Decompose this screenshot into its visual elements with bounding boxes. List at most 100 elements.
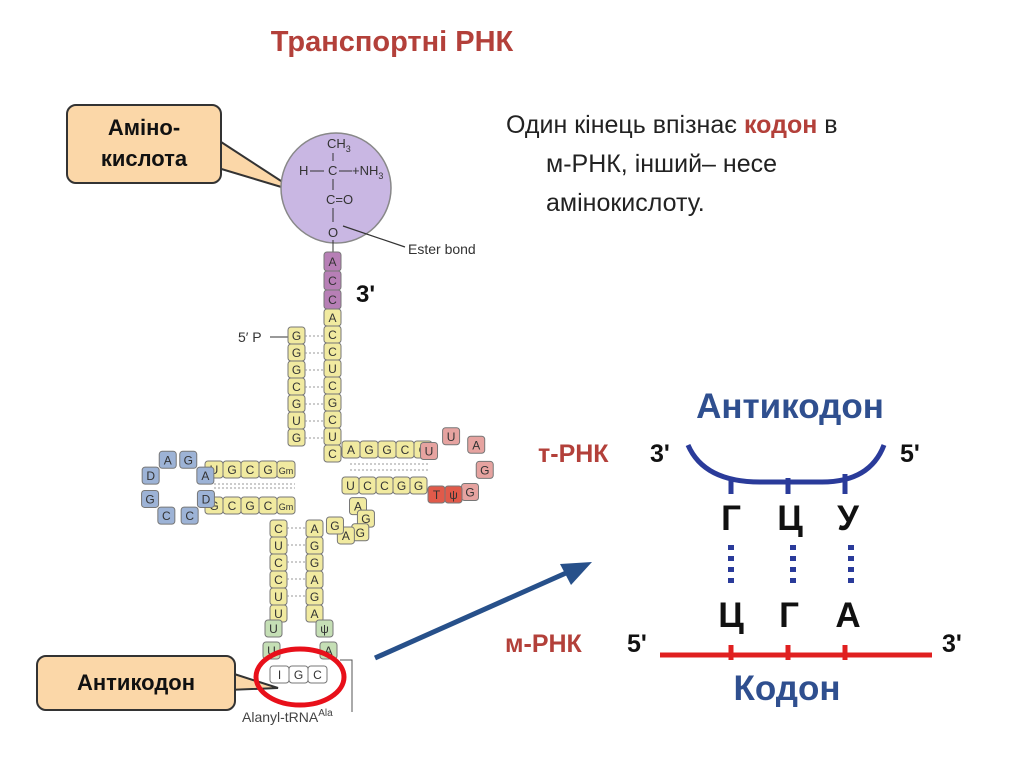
svg-text:ψ: ψ: [320, 622, 329, 636]
trna-end-right: 5': [900, 440, 920, 468]
tpsic-loop-nucleotide: A: [467, 435, 486, 454]
anticodon-stem-nucleotide: G: [305, 587, 324, 606]
svg-text:G: G: [292, 363, 301, 377]
trna-ticks: [728, 474, 848, 494]
acceptor-stem-nucleotide: G: [287, 343, 306, 362]
acceptor-stem-nucleotide: C: [323, 342, 342, 361]
svg-text:A: A: [328, 311, 336, 325]
acceptor-stem-nucleotide: C: [287, 377, 306, 396]
svg-text:ψ: ψ: [449, 488, 458, 502]
svg-text:U: U: [425, 445, 434, 459]
svg-text:C: C: [274, 522, 283, 536]
d-loop-nucleotide: A: [196, 466, 215, 485]
anticodon-nucleotide: I: [269, 665, 290, 684]
tpsic-arm-nucleotide: G: [392, 476, 411, 495]
pointer-arrow-head: [560, 562, 592, 585]
svg-text:G: G: [465, 485, 474, 499]
pointer-arrow-line: [373, 570, 568, 661]
description-part: Один кінець впізнає: [506, 111, 744, 139]
svg-text:G: G: [414, 479, 423, 493]
amino-ch3: CH3: [327, 136, 351, 154]
tpsic-loop-nucleotide: U: [420, 442, 439, 460]
amino-callout-line-1: Аміно-: [107, 115, 181, 140]
tpsic-loop-nucleotide: G: [475, 460, 494, 479]
description-line-2: м-РНК, інший– несе: [546, 150, 778, 178]
d-arm-nucleotide: C: [222, 496, 242, 515]
svg-text:G: G: [292, 346, 301, 360]
svg-text:G: G: [356, 526, 365, 540]
svg-text:U: U: [328, 362, 337, 376]
d-arm-nucleotide: G: [258, 460, 278, 479]
svg-text:T: T: [433, 488, 441, 502]
d-arm-nucleotide: G: [240, 496, 260, 515]
svg-text:Gm: Gm: [279, 502, 294, 512]
amino-acid-structure: CH3 H C +NH3 C=O O: [299, 136, 383, 240]
anticodon-stem-nucleotide: C: [269, 553, 288, 572]
svg-text:C: C: [292, 380, 301, 394]
amino-c: C: [328, 163, 337, 178]
acceptor-stem-nucleotide: G: [287, 326, 306, 345]
anticodon-stem-nucleotide: U: [269, 587, 288, 606]
acceptor-stem-nucleotide: U: [323, 427, 342, 446]
codon-base: Г: [779, 596, 799, 635]
acceptor-stem-nucleotide: C: [323, 444, 342, 463]
svg-text:U: U: [274, 607, 283, 621]
acceptor-stem-nucleotide: G: [287, 394, 306, 413]
svg-text:G: G: [310, 539, 319, 553]
trna-strand: [685, 443, 887, 485]
svg-text:G: G: [328, 396, 337, 410]
svg-text:G: G: [397, 479, 406, 493]
svg-text:Gm: Gm: [279, 466, 294, 476]
d-arm-nucleotide: Gm: [276, 460, 296, 479]
anticodon-stem-nucleotide: A: [305, 570, 324, 589]
svg-text:C: C: [228, 499, 237, 513]
acceptor-stem-nucleotide: U: [287, 411, 306, 430]
tpsic-arm-nucleotide: C: [358, 476, 377, 495]
mrna-end-right: 3': [942, 630, 962, 658]
svg-text:U: U: [267, 644, 276, 658]
amino-o: O: [328, 225, 338, 240]
tpsic-arm-nucleotide: U: [341, 476, 360, 495]
svg-text:G: G: [294, 668, 303, 682]
trna-caption: Alanyl-tRNAAla: [242, 708, 333, 725]
variable-loop-nucleotide: G: [325, 516, 344, 535]
svg-text:A: A: [472, 438, 480, 452]
tpsic-arm-nucleotide: G: [377, 440, 397, 459]
amino-nh3: +NH3: [352, 163, 383, 181]
d-loop-nucleotide: A: [158, 450, 177, 469]
d-loop-nucleotide: C: [157, 506, 176, 525]
d-arm-nucleotide: G: [222, 460, 242, 479]
svg-text:C: C: [328, 413, 337, 427]
svg-text:C: C: [162, 509, 171, 523]
three-prime-label: 3': [356, 281, 375, 308]
svg-text:C: C: [328, 328, 337, 342]
d-loop-nucleotide: C: [180, 506, 199, 525]
caption-bracket: [340, 659, 353, 712]
tpsic-loop-nucleotide: ψ: [444, 485, 463, 504]
codon-base: А: [835, 596, 860, 635]
svg-text:A: A: [347, 443, 355, 457]
svg-text:A: A: [310, 573, 318, 587]
svg-text:U: U: [274, 590, 283, 604]
svg-text:C: C: [274, 573, 283, 587]
acceptor-tail-nucleotide: A: [323, 251, 342, 272]
anticodon-stem-nucleotide: G: [305, 553, 324, 572]
svg-text:A: A: [324, 644, 332, 658]
anticodon-loop-nucleotide: ψ: [315, 619, 334, 638]
svg-text:G: G: [292, 397, 301, 411]
svg-text:G: G: [263, 463, 272, 477]
svg-text:C: C: [246, 463, 255, 477]
anticodon-title: Антикодон: [696, 387, 884, 426]
svg-text:G: G: [382, 443, 391, 457]
d-loop-nucleotide: D: [141, 466, 160, 485]
svg-text:G: G: [310, 556, 319, 570]
svg-text:C: C: [328, 379, 337, 393]
d-arm-nucleotide: Gm: [276, 496, 296, 515]
five-prime-p-label: 5′ P: [238, 329, 262, 345]
d-loop-nucleotide: G: [141, 489, 160, 508]
svg-text:U: U: [447, 430, 456, 444]
svg-text:U: U: [346, 479, 355, 493]
acceptor-stem-nucleotide: C: [323, 410, 342, 429]
svg-text:C: C: [401, 443, 410, 457]
